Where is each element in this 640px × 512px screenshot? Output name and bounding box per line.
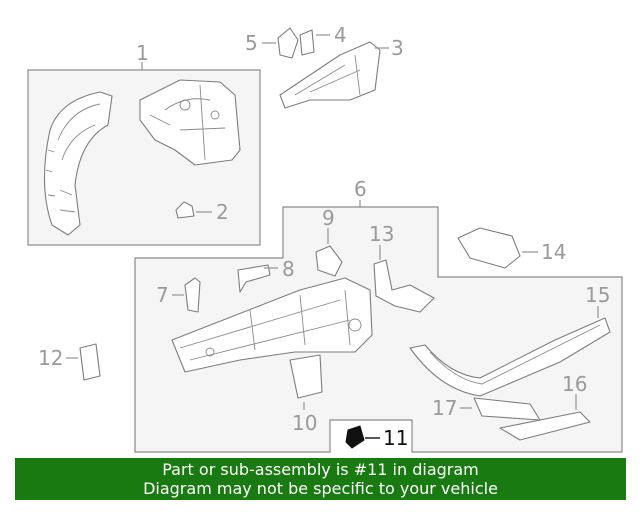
callout-10: 10	[292, 411, 317, 435]
bracket-16	[499, 411, 591, 441]
bracket-5	[277, 27, 299, 59]
callout-12: 12	[38, 346, 63, 370]
bracket-13	[373, 259, 435, 313]
callout-15: 15	[585, 283, 610, 307]
callout-4: 4	[334, 23, 347, 47]
banner-line-disclaimer: Diagram may not be specific to your vehi…	[143, 479, 498, 498]
callout-6: 6	[354, 177, 367, 201]
part-11-highlighted	[345, 425, 365, 449]
bracket-2	[175, 201, 195, 219]
frame-rail-6	[171, 277, 373, 373]
callout-8: 8	[282, 257, 295, 281]
bracket-10	[289, 354, 323, 399]
shock-tower-panel	[139, 79, 241, 166]
callout-5: 5	[245, 31, 258, 55]
callout-13: 13	[369, 222, 394, 246]
bracket-7	[184, 277, 201, 313]
bracket-12	[79, 343, 101, 381]
bracket-9	[315, 245, 343, 277]
callout-17: 17	[432, 396, 457, 420]
cover-14	[457, 227, 521, 269]
parts-diagram: 1 2 3 4 5 6 7 8 9 10 11 12 13 14 15 16 1…	[27, 23, 623, 453]
callout-11: 11	[383, 426, 408, 450]
callout-16: 16	[562, 372, 587, 396]
side-rail-15	[409, 317, 611, 397]
callout-14: 14	[541, 240, 566, 264]
bracket-4	[299, 29, 315, 56]
callout-9: 9	[322, 206, 335, 230]
upper-rail-3	[279, 41, 381, 109]
wheelhouse-inner-panel	[43, 91, 113, 236]
callout-7: 7	[156, 283, 169, 307]
banner-line-part: Part or sub-assembly is #11 in diagram	[162, 460, 479, 479]
bracket-8	[237, 264, 271, 293]
callout-3: 3	[391, 36, 404, 60]
callout-2: 2	[216, 200, 229, 224]
info-banner: Part or sub-assembly is #11 in diagram D…	[15, 458, 626, 500]
callout-1: 1	[136, 41, 149, 65]
